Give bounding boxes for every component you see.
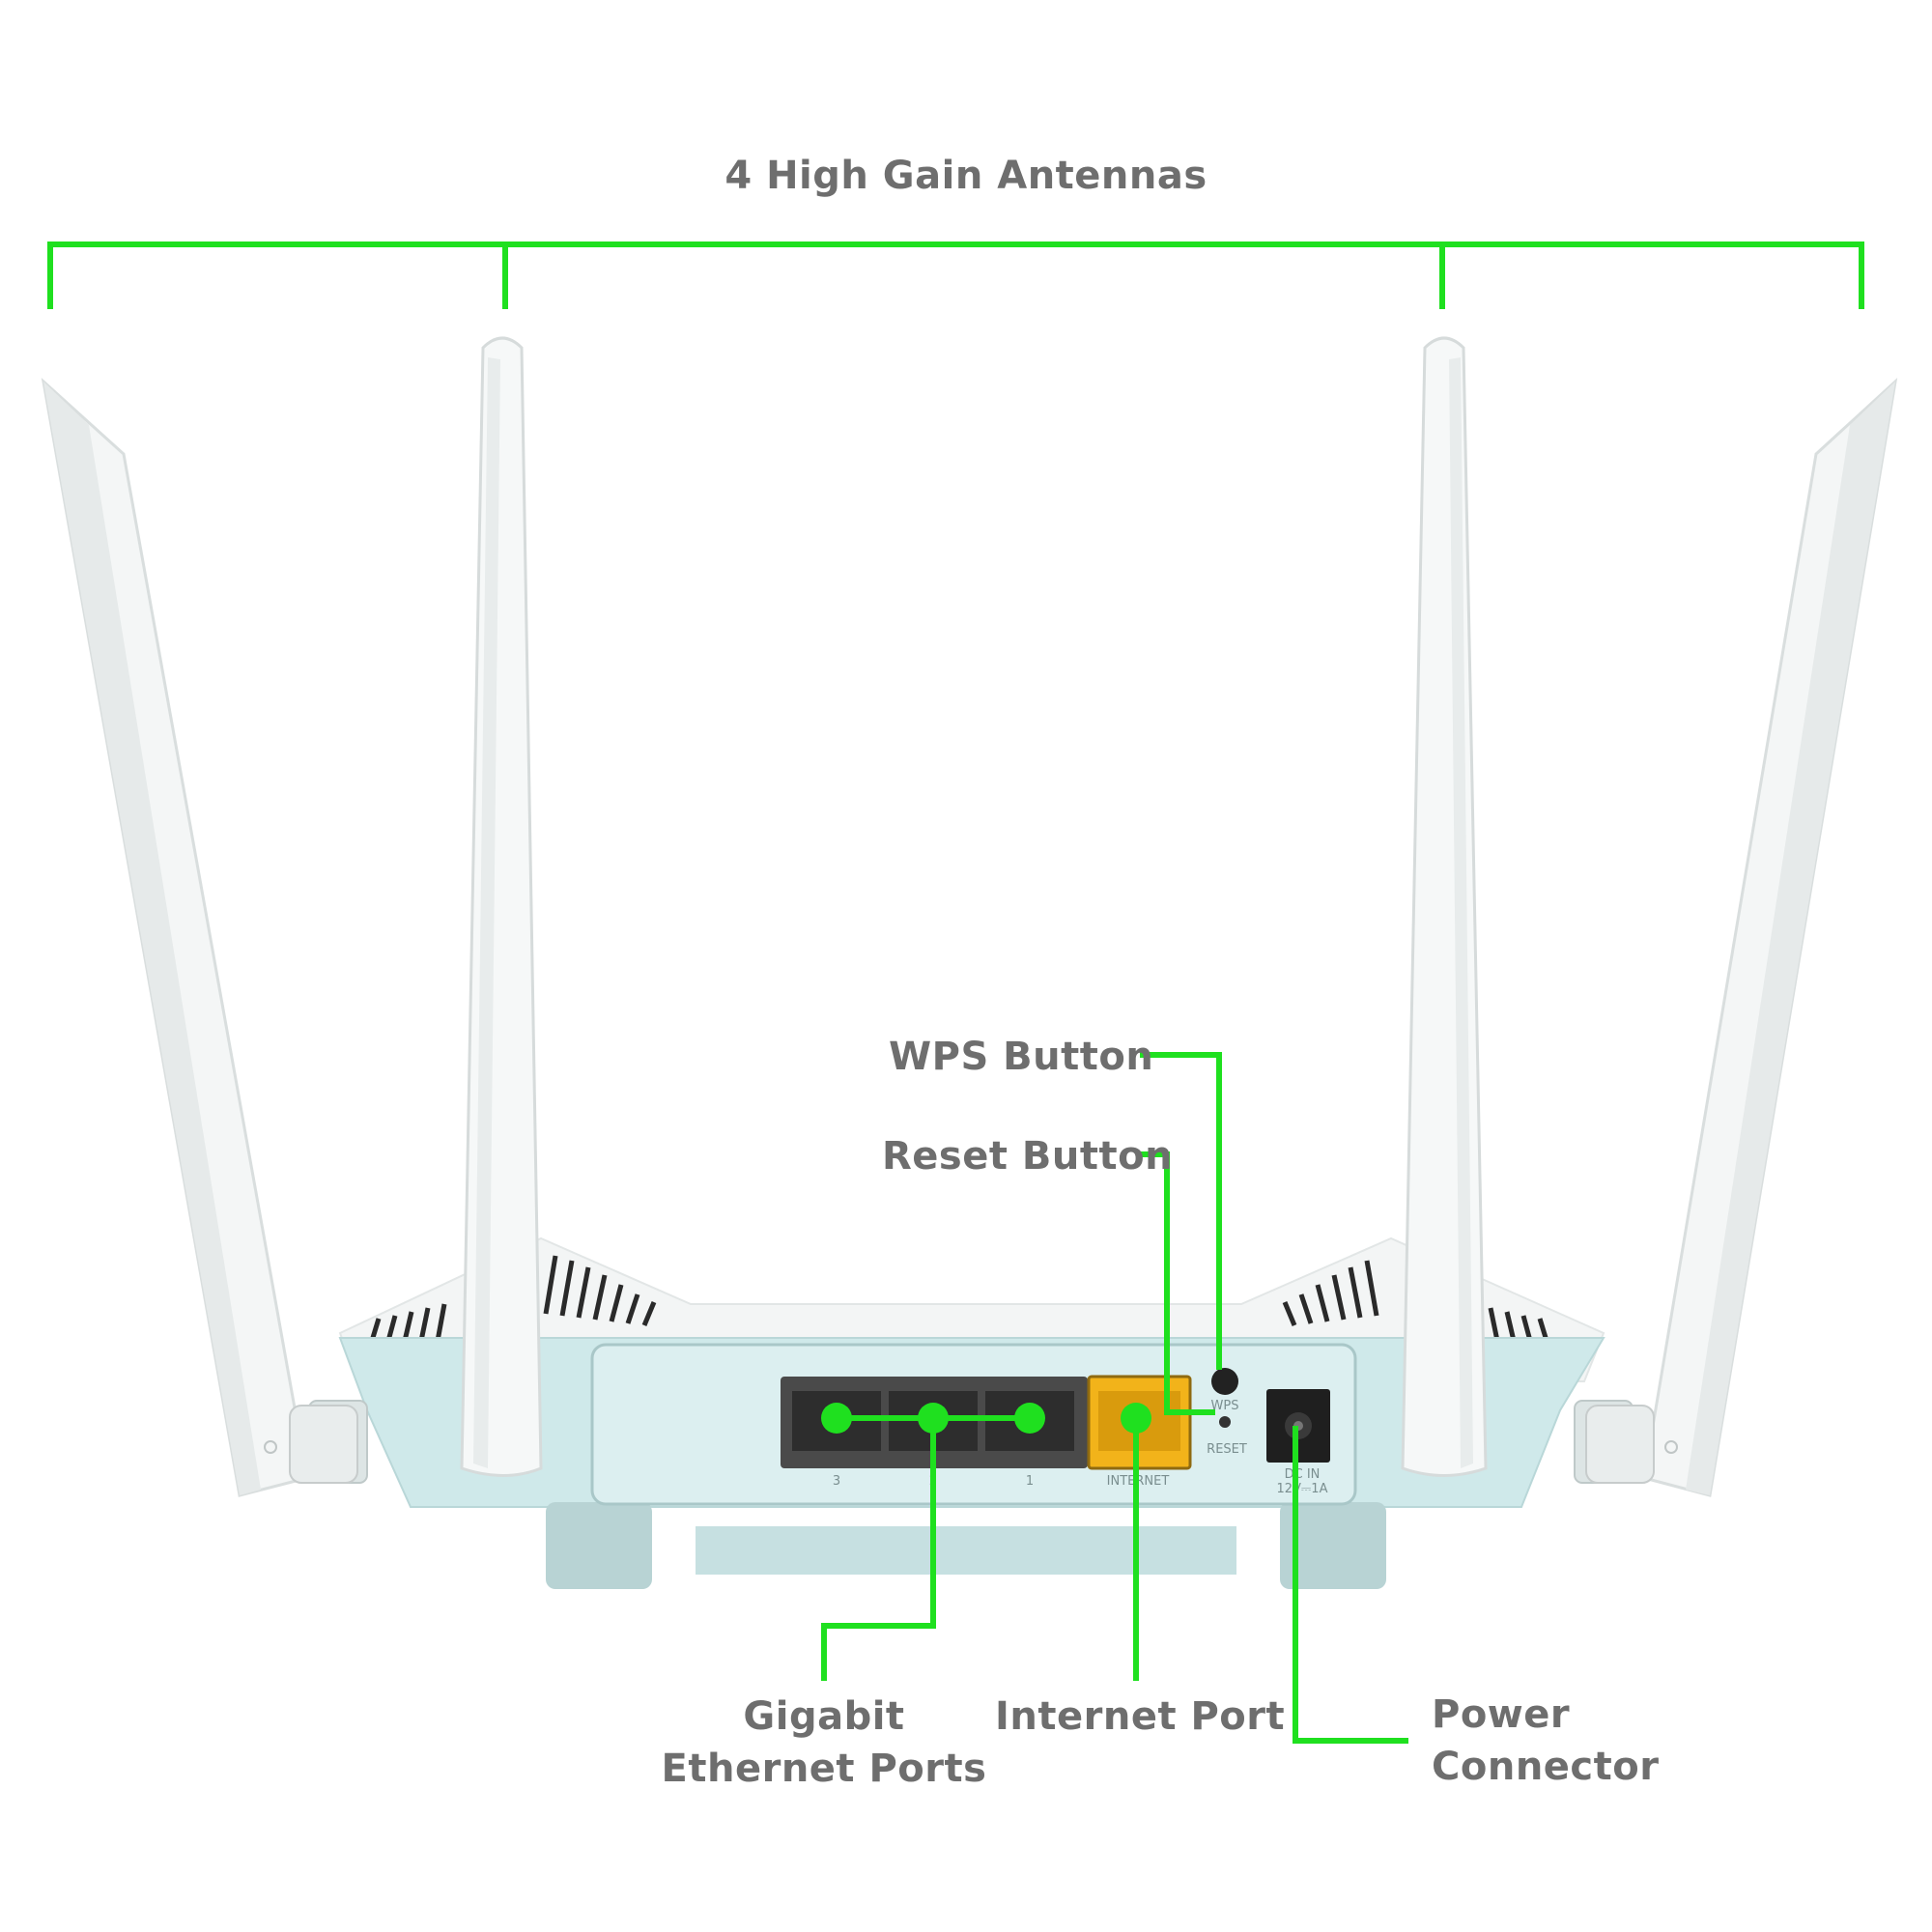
reset-panel-label: RESET bbox=[1207, 1442, 1247, 1457]
internet-port-marker bbox=[1121, 1403, 1151, 1434]
gigabit-ports-line1: Gigabit bbox=[743, 1694, 905, 1739]
dc-rating-label: 12V⎓1A bbox=[1277, 1482, 1328, 1496]
antennas-title: 4 High Gain Antennas bbox=[724, 154, 1208, 198]
gigabit-ports-label: Gigabit Ethernet Ports bbox=[660, 1690, 988, 1795]
reset-pinhole bbox=[1219, 1416, 1231, 1428]
vent-slots-right bbox=[1282, 1260, 1549, 1342]
reset-button-label: Reset Button bbox=[882, 1134, 1174, 1179]
power-connector-line2: Connector bbox=[1432, 1745, 1660, 1789]
internet-port-callout: Internet Port bbox=[995, 1694, 1286, 1739]
dc-in-label: DC IN bbox=[1285, 1467, 1321, 1482]
port-1-marker bbox=[1014, 1403, 1045, 1434]
wps-panel-label: WPS bbox=[1211, 1399, 1239, 1413]
antenna-outer-left bbox=[41, 377, 358, 1497]
port-3-label: 3 bbox=[833, 1474, 840, 1489]
callout-leaders bbox=[821, 1052, 1408, 1744]
port-2-marker bbox=[918, 1403, 949, 1434]
port-3-marker bbox=[821, 1403, 852, 1434]
antenna-outer-right bbox=[1585, 377, 1898, 1497]
vent-slots-left bbox=[369, 1255, 657, 1342]
power-connector-line1: Power bbox=[1432, 1692, 1571, 1737]
port-1-label: 1 bbox=[1026, 1474, 1034, 1489]
callout-dots bbox=[821, 1403, 1151, 1434]
gigabit-ports-line2: Ethernet Ports bbox=[661, 1747, 987, 1791]
power-connector-label: Power Connector bbox=[1432, 1689, 1659, 1793]
antenna-inner-left bbox=[460, 336, 543, 1477]
antenna-inner-right bbox=[1401, 336, 1488, 1477]
wps-button bbox=[1211, 1368, 1238, 1395]
wps-button-label: WPS Button bbox=[889, 1035, 1154, 1079]
antenna-bracket bbox=[47, 242, 1864, 309]
